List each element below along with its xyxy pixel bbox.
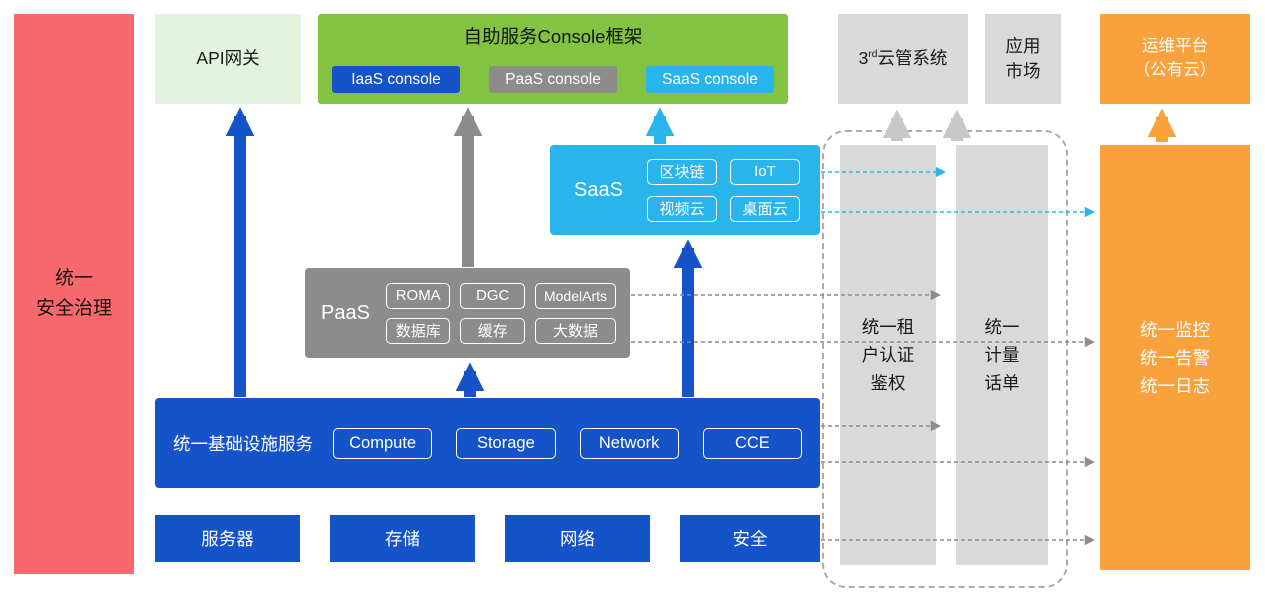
paas-chip-dgc: DGC xyxy=(460,282,525,309)
paas-inner: PaaS ROMA DGC ModelArts 数据库 缓存 大数据 xyxy=(305,268,630,358)
paas-chip-cache: 缓存 xyxy=(460,317,525,344)
saas-chip-iot: IoT xyxy=(729,158,800,185)
third-party-cloud-mgmt-box: 3rd云管系统 xyxy=(838,14,968,104)
paas-chip-roma: ROMA xyxy=(385,282,451,309)
om-platform-label: 运维平台 （公有云） xyxy=(1133,37,1217,79)
app-market-label: 应用 市场 xyxy=(1005,35,1041,81)
iaas-inner: 统一基础设施服务 Compute Storage Network CCE xyxy=(155,398,820,488)
paas-chip-bigdata: 大数据 xyxy=(534,317,616,344)
iaas-chip-storage: Storage xyxy=(456,427,556,459)
iaas-chip-network: Network xyxy=(579,427,679,459)
metering-bar-label: 统一 计量 话单 xyxy=(984,317,1020,393)
saas-console-button: SaaS console xyxy=(646,66,774,93)
infra-server-label: 服务器 xyxy=(201,529,254,549)
security-governance-label: 统一 安全治理 xyxy=(35,267,112,319)
saas-chip-blockchain: 区块链 xyxy=(646,158,717,185)
security-governance-bar: 统一 安全治理 xyxy=(14,14,134,574)
infra-storage-label: 存储 xyxy=(385,529,420,549)
saas-chip-desktop-cloud: 桌面云 xyxy=(729,195,800,222)
api-gateway-box: API网关 xyxy=(155,14,301,104)
om-platform-box: 运维平台 （公有云） xyxy=(1100,14,1250,104)
paas-chips: ROMA DGC ModelArts 数据库 缓存 大数据 xyxy=(385,282,616,344)
infra-box-security: 安全 xyxy=(680,515,820,562)
iaas-chip-compute: Compute xyxy=(333,427,433,459)
saas-chip-video-cloud: 视频云 xyxy=(646,195,717,222)
monitor-bar-label: 统一监控 统一告警 统一日志 xyxy=(1140,319,1210,396)
saas-label: SaaS xyxy=(574,178,623,201)
infra-box-network: 网络 xyxy=(505,515,650,562)
saas-chips: 区块链 IoT 视频云 桌面云 xyxy=(646,158,800,222)
iaas-label: 统一基础设施服务 xyxy=(173,433,313,454)
iaas-chip-cce: CCE xyxy=(702,427,802,459)
iaas-chips: Compute Storage Network CCE xyxy=(333,427,802,459)
infra-box-storage: 存储 xyxy=(330,515,475,562)
paas-chip-database: 数据库 xyxy=(385,317,451,344)
console-framework-box: 自助服务Console框架 IaaS console PaaS console … xyxy=(318,14,788,104)
infra-security-label: 安全 xyxy=(732,529,768,549)
third-party-prefix: 3 xyxy=(858,48,869,69)
auth-bar: 统一租 户认证 鉴权 xyxy=(840,145,936,565)
paas-box: PaaS ROMA DGC ModelArts 数据库 缓存 大数据 xyxy=(305,268,630,358)
monitor-bar: 统一监控 统一告警 统一日志 xyxy=(1100,145,1250,570)
saas-box: SaaS 区块链 IoT 视频云 桌面云 xyxy=(550,145,820,235)
paas-chip-modelarts: ModelArts xyxy=(534,282,616,309)
metering-bar: 统一 计量 话单 xyxy=(956,145,1048,565)
third-party-rest: 云管系统 xyxy=(877,48,948,69)
third-party-cloud-mgmt-label: 3rd云管系统 xyxy=(859,46,948,71)
app-market-box: 应用 市场 xyxy=(985,14,1061,104)
infra-box-server: 服务器 xyxy=(155,515,300,562)
saas-inner: SaaS 区块链 IoT 视频云 桌面云 xyxy=(550,145,820,235)
infra-network-label: 网络 xyxy=(560,529,595,549)
iaas-box: 统一基础设施服务 Compute Storage Network CCE xyxy=(155,398,820,488)
console-framework-title: 自助服务Console框架 xyxy=(463,26,643,47)
auth-bar-label: 统一租 户认证 鉴权 xyxy=(861,317,915,393)
console-buttons-row: IaaS console PaaS console SaaS console xyxy=(318,66,788,93)
paas-label: PaaS xyxy=(321,301,370,324)
third-party-sup: rd xyxy=(868,49,878,61)
api-gateway-label: API网关 xyxy=(196,48,260,69)
paas-console-button: PaaS console xyxy=(489,66,617,93)
iaas-console-button: IaaS console xyxy=(332,66,460,93)
